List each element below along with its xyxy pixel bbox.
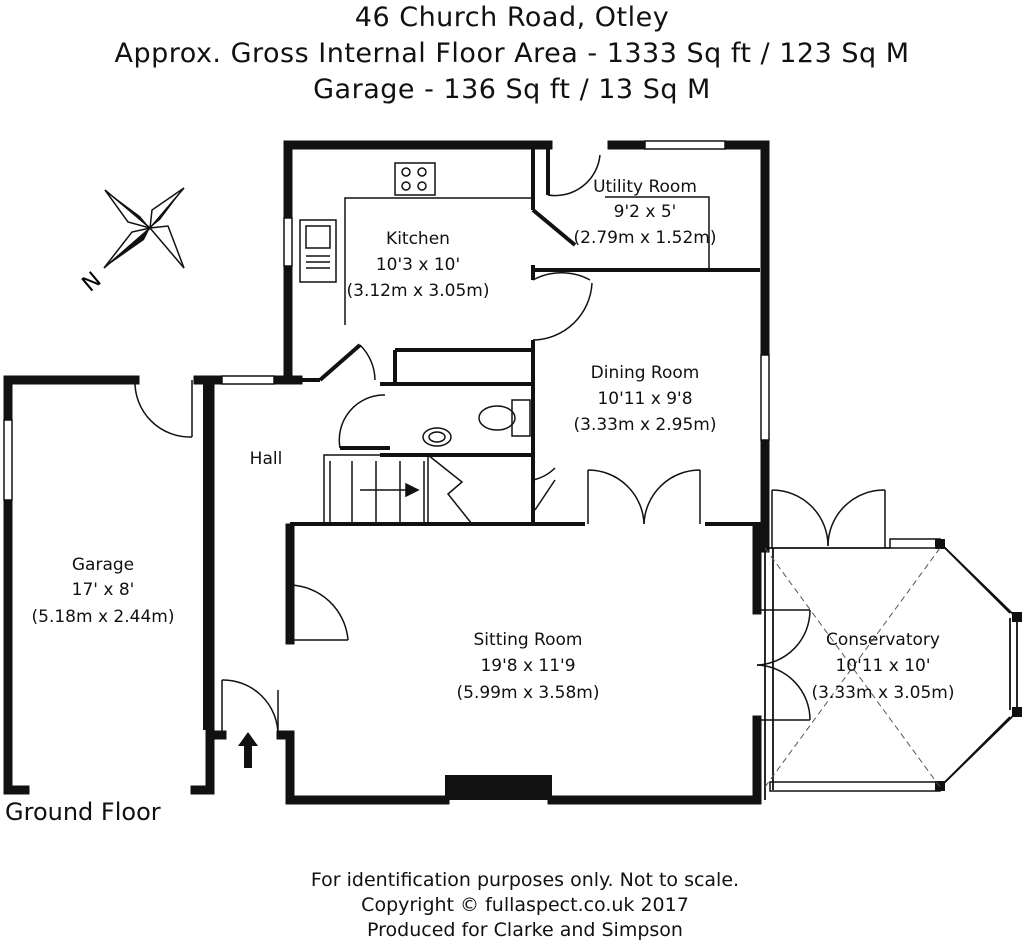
utility-imperial: 9'2 x 5'	[614, 202, 677, 222]
kitchen-imperial: 10'3 x 10'	[376, 255, 460, 275]
sitting-metric: (5.99m x 3.58m)	[457, 683, 600, 703]
kitchen-name: Kitchen	[386, 229, 450, 249]
windows	[3, 140, 941, 792]
conservatory-metric: (3.33m x 3.05m)	[812, 683, 955, 703]
produced-for-text: Produced for Clarke and Simpson	[367, 919, 683, 941]
staircase	[323, 454, 473, 525]
sitting-imperial: 19'8 x 11'9	[480, 656, 575, 676]
garage-name: Garage	[72, 555, 134, 575]
floor-label: Ground Floor	[5, 798, 161, 826]
utility-name: Utility Room	[593, 177, 697, 197]
conservatory-imperial: 10'11 x 10'	[835, 656, 930, 676]
copyright-text: Copyright © fullaspect.co.uk 2017	[361, 894, 689, 916]
disclaimer-text: For identification purposes only. Not to…	[310, 869, 740, 891]
plan-header: 46 Church Road, Otley Approx. Gross Inte…	[0, 0, 1024, 108]
conservatory-outline	[764, 542, 1018, 800]
garage-metric: (5.18m x 2.44m)	[32, 607, 175, 627]
property-address: 46 Church Road, Otley	[354, 2, 670, 33]
room-labels: Kitchen 10'3 x 10' (3.12m x 3.05m) Utili…	[5, 177, 954, 826]
utility-metric: (2.79m x 1.52m)	[574, 228, 717, 248]
kitchen-worktops	[299, 162, 533, 325]
exterior-walls	[3, 140, 770, 805]
hall-name: Hall	[250, 449, 283, 469]
fireplace	[445, 775, 552, 800]
garage-imperial: 17' x 8'	[72, 580, 135, 600]
wc-fittings	[422, 399, 531, 447]
compass-north-label: N	[78, 267, 107, 297]
utility-fittings	[605, 196, 710, 268]
garage-area: Garage - 136 Sq ft / 13 Sq M	[313, 74, 711, 105]
conservatory-name: Conservatory	[826, 630, 940, 650]
dining-imperial: 10'11 x 9'8	[597, 389, 692, 409]
plan-footer: For identification purposes only. Not to…	[0, 868, 1024, 943]
sitting-name: Sitting Room	[474, 630, 583, 650]
dining-name: Dining Room	[591, 363, 700, 383]
kitchen-metric: (3.12m x 3.05m)	[347, 281, 490, 301]
door-swings	[134, 154, 886, 736]
interior-walls	[203, 145, 765, 730]
gross-floor-area: Approx. Gross Internal Floor Area - 1333…	[114, 38, 910, 69]
entrance-arrow-icon	[238, 732, 258, 768]
compass-icon: N	[78, 187, 185, 297]
dining-metric: (3.33m x 2.95m)	[574, 415, 717, 435]
conservatory-posts	[935, 539, 1022, 791]
